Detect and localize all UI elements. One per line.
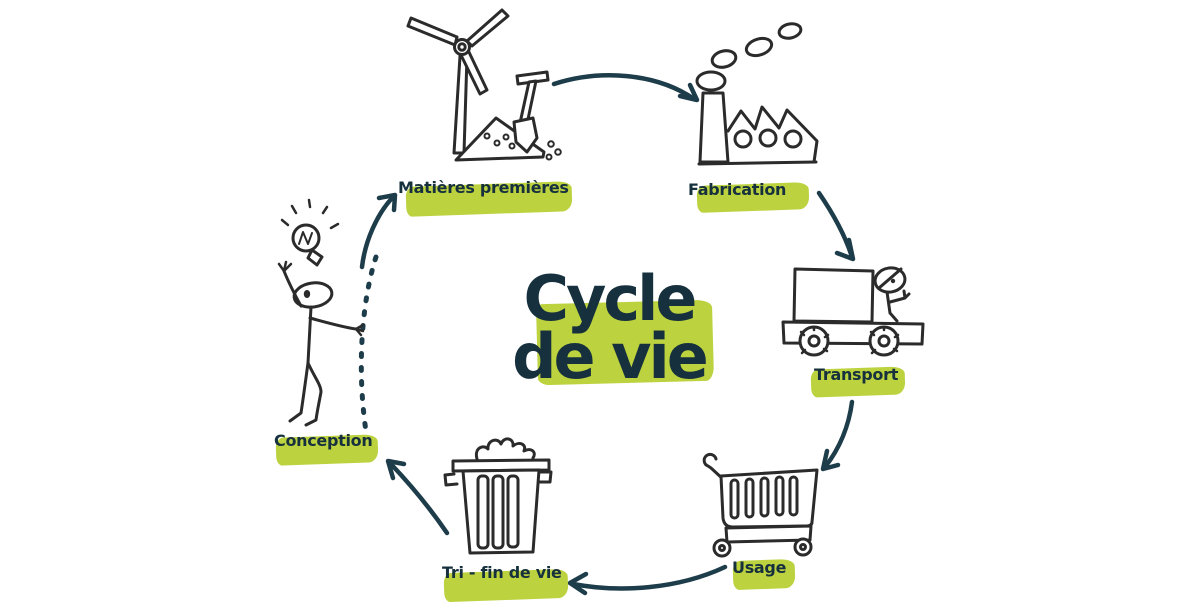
stage-label-matieres-premieres: Matières premières xyxy=(398,178,573,217)
sand-pile-icon xyxy=(454,116,562,162)
lightbulb-icon xyxy=(280,198,340,267)
cart-wheel-icon xyxy=(712,537,813,558)
truck-icon xyxy=(781,266,925,357)
driver-icon xyxy=(873,266,911,323)
arrow-raw-to-fabrication-icon xyxy=(551,73,700,103)
smoke-icon xyxy=(695,22,803,92)
stage-label-text: Transport xyxy=(814,365,899,384)
stage-label-text: Tri - fin de vie xyxy=(442,563,562,582)
stage-label-tri-fin-de-vie: Tri - fin de vie xyxy=(442,563,569,603)
truck-wheel-icon xyxy=(798,325,830,357)
trash-bin-icon xyxy=(443,437,553,555)
arrow-fabrication-to-transport-icon xyxy=(816,190,856,262)
page-title: Cycle de vie xyxy=(503,262,715,393)
person-icon xyxy=(277,198,365,427)
title-line-2: de vie xyxy=(512,320,709,393)
title-line-1: Cycle xyxy=(523,262,698,335)
arrow-transport-to-usage-icon xyxy=(820,399,855,472)
factory-icon xyxy=(695,22,819,166)
cycle-arrows xyxy=(358,73,856,596)
stage-label-text: Fabrication xyxy=(688,180,787,199)
wind-turbine-icon xyxy=(406,8,510,155)
shovel-icon xyxy=(512,70,550,154)
stage-label-conception: Conception xyxy=(274,431,379,466)
shopping-cart-icon xyxy=(702,452,819,558)
truck-wheel-icon xyxy=(868,325,900,357)
stage-label-text: Conception xyxy=(274,431,373,450)
stage-label-text: Matières premières xyxy=(398,178,569,197)
arrow-conception-to-raw-icon xyxy=(359,192,398,270)
stage-label-transport: Transport xyxy=(810,365,906,398)
stage-label-usage: Usage xyxy=(732,558,796,591)
stage-label-fabrication: Fabrication xyxy=(688,180,810,213)
arrow-tri-to-conception-icon xyxy=(385,458,450,536)
dashed-arc-icon xyxy=(358,254,379,441)
stage-label-text: Usage xyxy=(732,558,787,577)
arrow-usage-to-tri-icon xyxy=(567,564,728,596)
